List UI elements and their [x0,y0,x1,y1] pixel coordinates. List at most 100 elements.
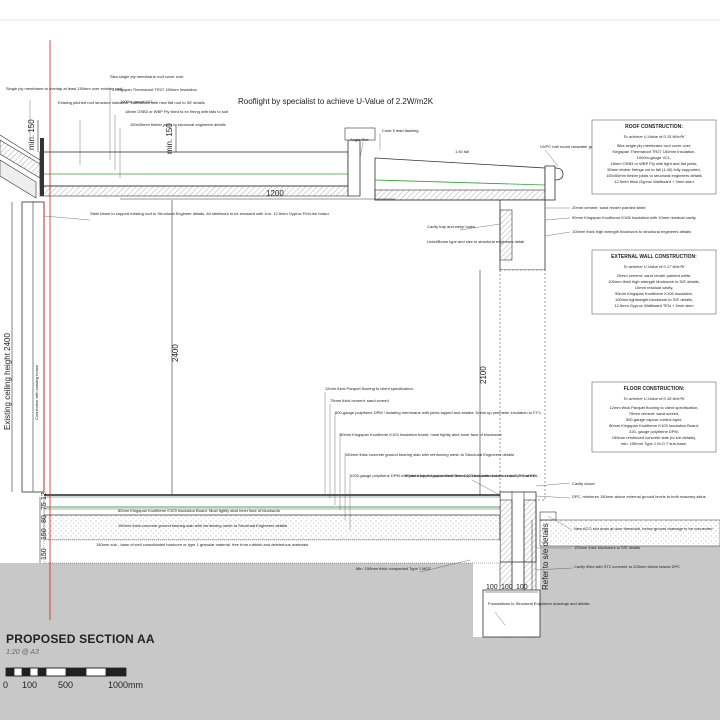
spec-floor: FLOOR CONSTRUCTION: To achieve U-Value o… [591,381,717,453]
svg-text:150x50mm timber joists to stru: 150x50mm timber joists to structural eng… [606,173,702,178]
svg-text:12.5mm thick Gyproc Wallboard: 12.5mm thick Gyproc Wallboard + 3mm skim [614,179,694,184]
svg-text:75mm cement: sand screed,: 75mm cement: sand screed, [629,411,679,416]
scale-bar-labels: 0 100 500 1000mm [0,680,200,694]
svg-text:Single ply membrane to overlap: Single ply membrane to overlap at least … [6,86,123,91]
label-flashing: Code 5 lead flashing [382,128,418,133]
dim-floor-stack: 150 150 80 75 12 [39,492,48,563]
svg-text:Existing ceiling height 2400: Existing ceiling height 2400 [3,332,12,430]
dim-foundation: 100 100 100 [485,584,538,593]
label-vcl: 1000m-gauge VCL [120,99,154,104]
label-membrane-overlap: Single ply membrane to overlap at least … [6,86,123,91]
svg-text:To achieve U-Value of 0.17 W/m: To achieve U-Value of 0.17 W/m²K [623,264,685,269]
svg-text:50mm timber firrings cut to fa: 50mm timber firrings cut to fall (1:40) … [607,167,700,172]
label-existing-pitched: Existing pitched roof structure indicati… [58,100,205,105]
svg-text:1200: 1200 [266,189,284,198]
svg-text:Sika single ply membrane roof: Sika single ply membrane roof cover over… [617,143,691,148]
svg-text:100mm lightweight blockwork to: 100mm lightweight blockwork to S/E detai… [615,297,693,302]
svg-text:1000m-gauge VCL,: 1000m-gauge VCL, [637,155,672,160]
label-gutter: UVPC half round rainwater gutter [540,144,600,149]
svg-text:100mm thick high strength bloc: 100mm thick high strength blockwork to S… [608,279,700,284]
svg-text:2400: 2400 [171,344,180,362]
label-joists: 150x50mm timber joists to structural eng… [130,122,226,127]
svg-text:Connection with existing house: Connection with existing house [34,364,39,420]
label-steel-beam: Steel beam to support existing roof to S… [90,211,330,216]
spec-wall: EXTERNAL WALL CONSTRUCTION: To achieve U… [591,249,717,315]
spec-roof: ROOF CONSTRUCTION: To achieve U-Value of… [591,119,717,195]
label-cavity-tray: Cavity tray and weep holes [427,224,475,229]
label-below-block: 100mm thick blockwork to S/E details [574,545,640,550]
label-parquet: 12mm thick Parquet flooring to client sp… [325,386,414,391]
label-blockwork: 100mm thick high strength blockwork to s… [572,229,691,234]
scale-bar [5,667,127,677]
label-lintel: Lintel/Beam type and size to structural … [427,239,524,244]
svg-text:2100: 2100 [479,366,488,384]
svg-text:12mm thick Parquet flooring to: 12mm thick Parquet flooring to client sp… [610,405,699,410]
drawing-scale: 1:20 @ A3 [6,649,39,656]
label-ins-band: 80mm Kingspan Kooltherm K103 Insulation … [118,508,280,513]
label-angle-fillet: Angle fillet [350,137,369,142]
dim-existing-ceiling: Existing ceiling height 2400 [3,202,13,492]
svg-text:20mm cement: sand render paint: 20mm cement: sand render painted white, [617,273,692,278]
label-dpc: DPC, minimum 150mm above external ground… [572,494,706,499]
svg-text:12.5mm Gyproc Wallboard TEN +: 12.5mm Gyproc Wallboard TEN + 3mm skim [614,303,694,308]
foundation [482,589,541,638]
svg-text:Existing pitched roof structur: Existing pitched roof structure indicati… [58,100,205,105]
dim-refer-se: Refer to s/e details [531,520,550,590]
label-aco: New ACO slot drain at door threshold, be… [574,526,713,531]
svg-text:Kingspan Thermaroof TR27 150mm: Kingspan Thermaroof TR27 150mm Insulatio… [612,149,695,154]
svg-text:FLOOR CONSTRUCTION:: FLOOR CONSTRUCTION: [624,386,685,392]
ground-mass [0,546,720,720]
svg-text:To achieve U-Value of 0.18 W/m: To achieve U-Value of 0.18 W/m²K [623,396,685,401]
svg-text:ROOF CONSTRUCTION:: ROOF CONSTRUCTION: [625,124,683,130]
leader-lines [29,88,573,626]
label-dpm-1200: 1200-gauge polythene DPM with joints lap… [350,473,540,478]
connection-label: Connection with existing house [34,364,39,420]
dim-2400: 2400 [171,200,180,495]
external-ground [539,519,720,547]
svg-text:90mm Kingspan Kooltherm K106 I: 90mm Kingspan Kooltherm K106 Insulation, [615,291,693,296]
svg-text:75: 75 [41,502,48,510]
label-kingspan-tr27: Kingspan Thermaroof TR27 150mm Insulatio… [115,87,197,92]
flat-roof [39,127,564,201]
svg-text:min. 150: min. 150 [27,119,36,150]
dim-min150-right: min. 150 [165,123,177,154]
svg-text:Refer to s/e details: Refer to s/e details [541,523,550,590]
svg-text:100: 100 [501,584,513,591]
label-hardcore: 150mm sub - base of well consolidated ha… [96,542,309,547]
label-osb: 18mm OSB3 or WBP Ply fixed to ex firring… [125,109,229,114]
scale-label: 100 [22,680,38,690]
svg-text:10mm residual cavity,: 10mm residual cavity, [635,285,673,290]
existing-wall [21,201,45,493]
dim-2100: 2100 [479,270,488,495]
svg-text:To achieve U-Value of 0.15 W/m: To achieve U-Value of 0.15 W/m²K [623,134,685,139]
svg-text:150mm reinforced concrete slab: 150mm reinforced concrete slab (to s/e d… [612,435,696,440]
svg-text:EXTERNAL WALL CONSTRUCTION:: EXTERNAL WALL CONSTRUCTION: [611,254,697,260]
svg-text:min. 150mm Type 1 M.O.T sub-ba: min. 150mm Type 1 M.O.T sub-base. [621,441,687,446]
label-cavity-closer: Cavity closer [572,481,596,486]
svg-text:100: 100 [516,584,528,591]
label-perimeter: 25mm thick Kingspan Kooltherm K103 Insul… [405,473,537,478]
svg-text:150: 150 [41,528,48,540]
label-slab: 150mm thick concrete ground bearing slab… [345,452,514,457]
label-screed: 75mm thick cement: sand screed [330,398,389,403]
scale-label: 500 [58,680,74,690]
label-k106: 90mm Kingspan Kooltherm K106 Insulation … [572,215,696,220]
label-render: 20mm cement: sand render painted white [572,205,646,210]
cavity-wall [499,199,546,638]
label-sika: Sika single ply membrane roof cover over [110,74,184,79]
svg-text:150: 150 [41,548,48,560]
scale-label: 0 [3,680,9,690]
label-k103: 80mm Kingspan Kooltherm K103 Insulation … [340,432,502,437]
svg-text:80mm Kingspan Kooltherm K103 I: 80mm Kingspan Kooltherm K103 Insulation … [609,423,699,428]
svg-text:500-gauge vapour control layer: 500-gauge vapour control layer, [626,417,682,422]
svg-text:220- gauge polythene DPM,: 220- gauge polythene DPM, [629,429,679,434]
label-fall: 1:40 fall [455,149,469,154]
label-mot: Min. 150mm thick compacted Type 1 MOT [356,566,432,571]
floor-buildup [43,494,501,564]
svg-text:min. 150: min. 150 [165,123,174,154]
label-rooflight: Rooflight by specialist to achieve U-Val… [238,97,434,106]
scale-label: 1000mm [108,680,144,690]
svg-text:18mm OSB3 or WBP Ply with tigh: 18mm OSB3 or WBP Ply with tight and flat… [610,161,697,166]
label-dpm-iso: 500-gauge polythene DPM / isolating memb… [335,410,543,415]
